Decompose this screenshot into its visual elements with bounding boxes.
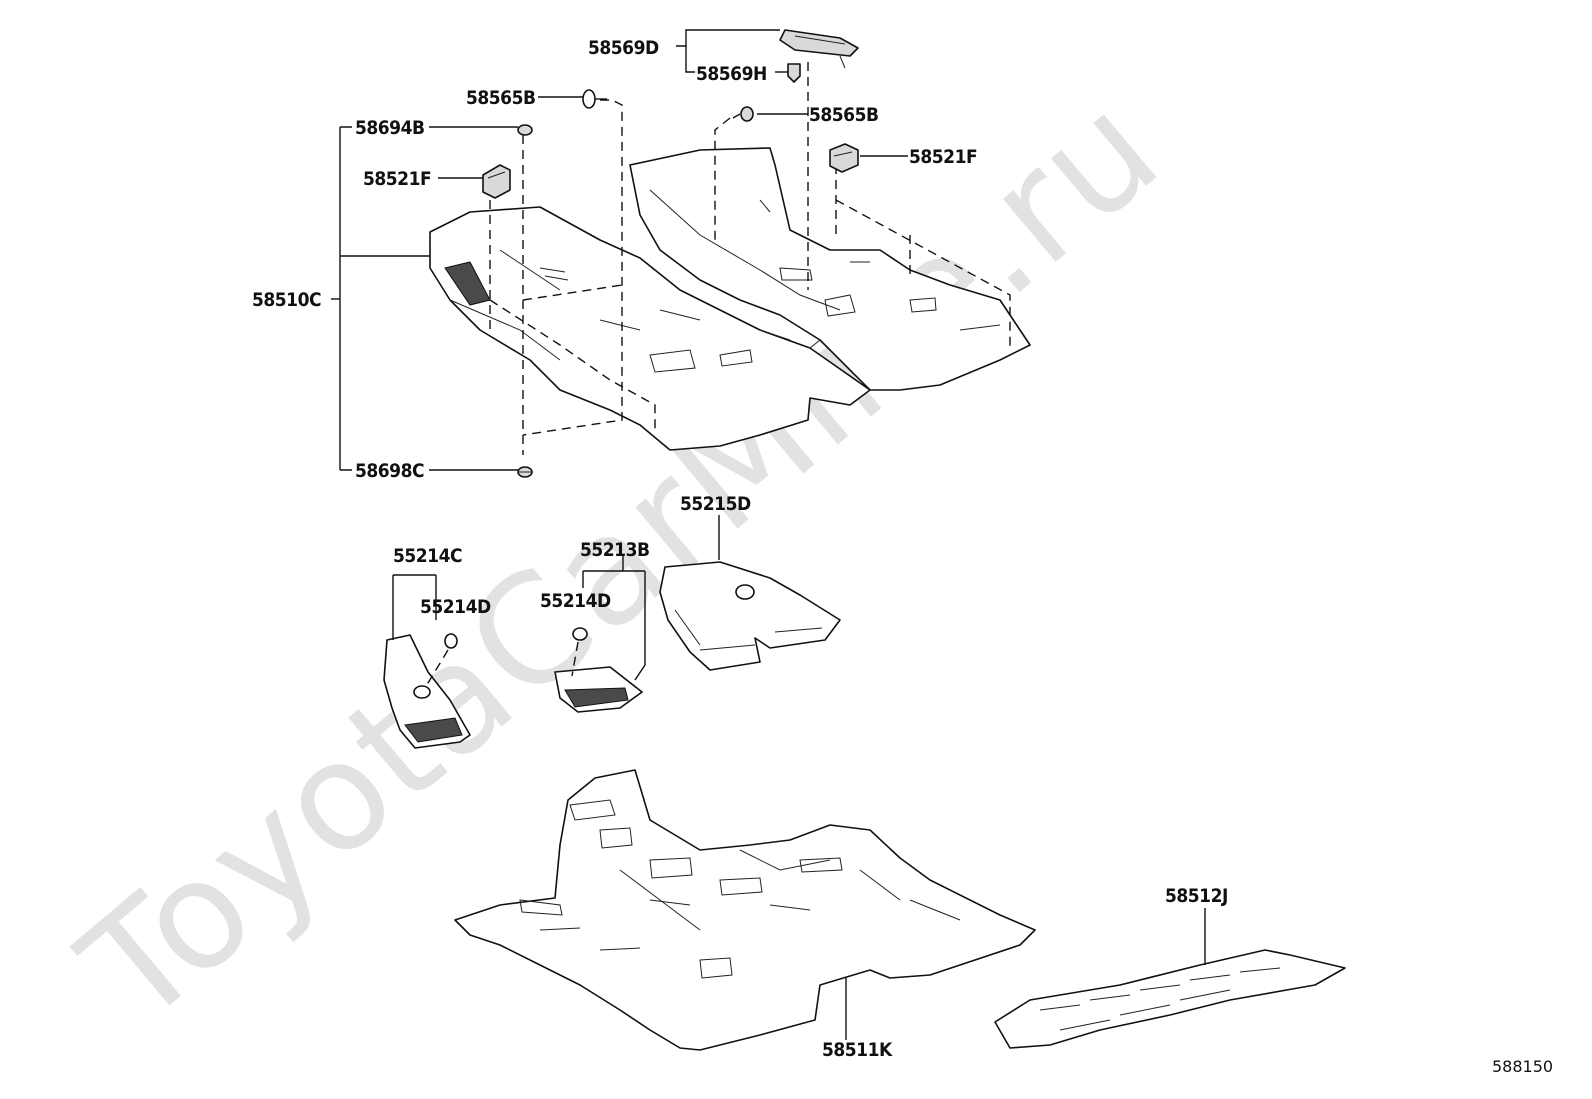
floor-carpet-58511K[interactable] (454, 769, 1036, 1051)
label-58521F-left[interactable]: 58521F (363, 168, 432, 190)
label-58565B-right[interactable]: 58565B (809, 104, 879, 126)
part-labels: 58569D 58569H 58565B 58565B 58694B 58521… (252, 37, 1553, 1076)
leaders-middle (392, 515, 720, 681)
label-58698C[interactable]: 58698C (355, 460, 425, 482)
leaders-upper (331, 29, 908, 471)
insulator-55215D[interactable] (659, 561, 841, 671)
label-55214C[interactable]: 55214C (393, 545, 463, 567)
label-55214D-right[interactable]: 55214D (540, 590, 611, 612)
clip-58698C[interactable] (517, 466, 533, 478)
sill-plate-58569D[interactable] (779, 29, 859, 69)
clip-55214D-left[interactable] (444, 633, 458, 649)
label-58569D[interactable]: 58569D (588, 37, 659, 59)
guide-55214D-left (424, 649, 449, 689)
label-58512J[interactable]: 58512J (1165, 885, 1228, 907)
installation-guides-upper (489, 62, 1011, 455)
label-55215D[interactable]: 55215D (680, 493, 751, 515)
clip-55214D-right[interactable] (572, 627, 588, 641)
retainer-58521F-right[interactable] (829, 143, 859, 173)
label-55213B[interactable]: 55213B (580, 539, 650, 561)
label-58565B-left[interactable]: 58565B (466, 87, 536, 109)
label-58510C[interactable]: 58510C (252, 289, 322, 311)
label-58511K[interactable]: 58511K (822, 1039, 893, 1061)
retainer-58521F-left[interactable] (482, 164, 511, 199)
label-58521F-right[interactable]: 58521F (909, 146, 978, 168)
label-58694B[interactable]: 58694B (355, 117, 425, 139)
label-55214D-left[interactable]: 55214D (420, 596, 491, 618)
fastener-58565B-right[interactable] (732, 106, 754, 122)
fastener-58565B-left[interactable] (582, 89, 607, 109)
clip-58569H[interactable] (787, 63, 801, 83)
diagram-reference-number: 588150 (1492, 1057, 1553, 1076)
floor-carpet-rear-58512J[interactable] (994, 949, 1346, 1049)
clip-58694B[interactable] (517, 124, 533, 136)
floor-carpet-assembly[interactable] (429, 147, 1031, 451)
label-58569H[interactable]: 58569H (696, 63, 767, 85)
guide-55214D-right (571, 641, 579, 677)
insulator-55214C[interactable] (383, 634, 471, 749)
insulator-55213B[interactable] (554, 666, 643, 713)
